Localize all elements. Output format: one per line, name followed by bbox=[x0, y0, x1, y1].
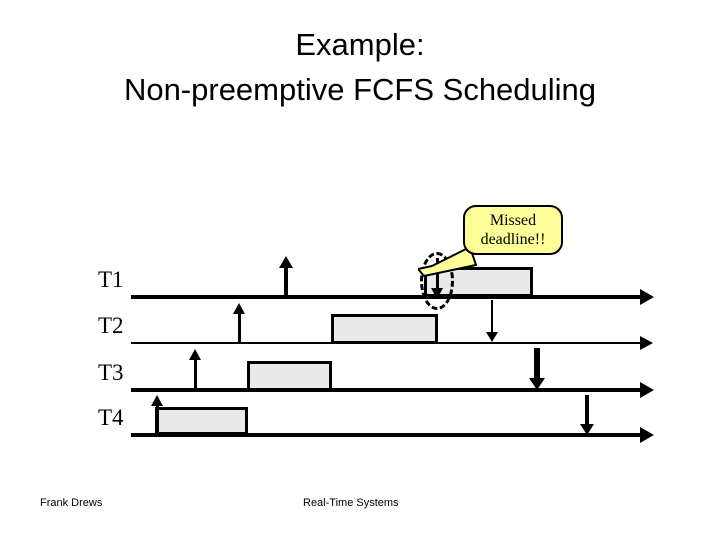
deadline-arrow-head-t2 bbox=[486, 332, 498, 342]
deadline-arrow-shaft-t2 bbox=[491, 300, 493, 334]
deadline-arrow-head-t3 bbox=[529, 378, 545, 390]
timeline-axis-t4 bbox=[131, 433, 645, 437]
title-line-1: Example: bbox=[295, 27, 425, 62]
release-arrow-head-t1 bbox=[279, 256, 293, 268]
release-arrow-head-t4 bbox=[151, 395, 163, 406]
missed-deadline-callout: Missed deadline!! bbox=[418, 205, 563, 277]
callout-line-1: Missed bbox=[489, 212, 537, 229]
callout-tail-icon bbox=[418, 246, 477, 277]
release-arrow-head-t3 bbox=[189, 349, 201, 360]
timeline-axis-arrowhead-t1 bbox=[640, 289, 654, 305]
footer-subject: Real-Time Systems bbox=[303, 497, 399, 509]
row-label-t4: T4 bbox=[98, 405, 124, 430]
deadline-arrow-shaft-t3 bbox=[534, 348, 540, 381]
release-arrow-shaft-t4 bbox=[156, 405, 159, 435]
exec-bar-t3 bbox=[247, 361, 332, 391]
timeline-axis-t1 bbox=[131, 295, 645, 299]
row-label-t1: T1 bbox=[98, 267, 124, 292]
row-label-t2: T2 bbox=[98, 313, 124, 338]
timeline-axis-arrowhead-t2 bbox=[640, 336, 653, 350]
callout-bubble: Missed deadline!! bbox=[463, 205, 563, 255]
deadline-arrow-head-t4 bbox=[580, 424, 594, 435]
release-arrow-shaft-t3 bbox=[194, 359, 197, 390]
exec-bar-t4 bbox=[155, 407, 248, 435]
timeline-axis-arrowhead-t4 bbox=[640, 427, 654, 443]
deadline-arrow-shaft-t4 bbox=[585, 395, 589, 427]
row-label-t3: T3 bbox=[98, 360, 124, 385]
page-title: Example: Non-preemptive FCFS Scheduling bbox=[0, 22, 720, 112]
timeline-axis-t3 bbox=[131, 388, 645, 392]
footer-author: Frank Drews bbox=[40, 497, 103, 509]
callout-line-2: deadline!! bbox=[480, 231, 546, 248]
release-arrow-head-t2 bbox=[233, 303, 245, 314]
title-line-2: Non-preemptive FCFS Scheduling bbox=[123, 72, 597, 107]
timeline-axis-arrowhead-t3 bbox=[640, 382, 654, 398]
release-arrow-shaft-t2 bbox=[238, 313, 241, 343]
release-arrow-shaft-t1 bbox=[284, 266, 288, 297]
exec-bar-t2 bbox=[331, 314, 438, 344]
missed-deadline-highlight-ellipse bbox=[420, 252, 454, 310]
